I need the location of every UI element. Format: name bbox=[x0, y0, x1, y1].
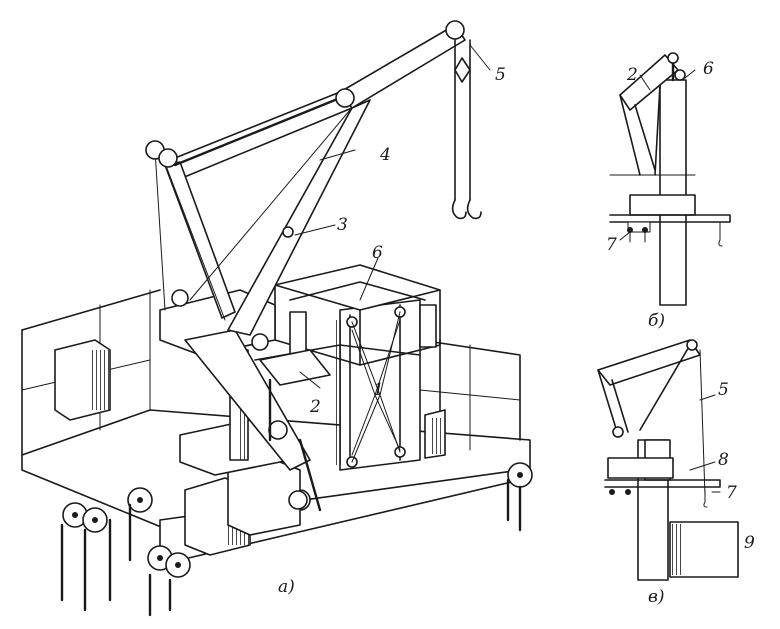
callout-v-9: 9 bbox=[744, 533, 755, 553]
panel-label-v: в) bbox=[648, 587, 665, 607]
callout-b-2: 2 bbox=[626, 65, 638, 85]
wheel-bogies bbox=[60, 462, 533, 617]
panel-label-b: б) bbox=[648, 311, 665, 331]
panel-a-drawing: 1 2 3 4 5 6 а) bbox=[21, 20, 533, 617]
panel-label-a: а) bbox=[278, 577, 295, 597]
callout-b-6: 6 bbox=[703, 59, 714, 79]
callout-a-2: 2 bbox=[309, 397, 321, 417]
callout-v-5: 5 bbox=[718, 380, 729, 400]
panel-v-drawing: 5 7 8 9 в) bbox=[597, 339, 755, 607]
support-frame bbox=[159, 289, 331, 512]
panel-b-drawing: 2 6 7 б) bbox=[606, 52, 731, 331]
callout-a-6: 6 bbox=[372, 243, 383, 263]
callout-a-5: 5 bbox=[495, 65, 506, 85]
callout-a-3: 3 bbox=[337, 215, 348, 235]
hook bbox=[451, 39, 482, 220]
callout-b-7: 7 bbox=[606, 235, 617, 255]
leader-lines bbox=[294, 44, 491, 456]
callout-v-7: 7 bbox=[726, 483, 737, 503]
boom bbox=[145, 20, 466, 336]
callout-a-1: 1 bbox=[373, 380, 384, 400]
callout-v-8: 8 bbox=[718, 450, 729, 470]
callout-a-4: 4 bbox=[379, 145, 391, 165]
